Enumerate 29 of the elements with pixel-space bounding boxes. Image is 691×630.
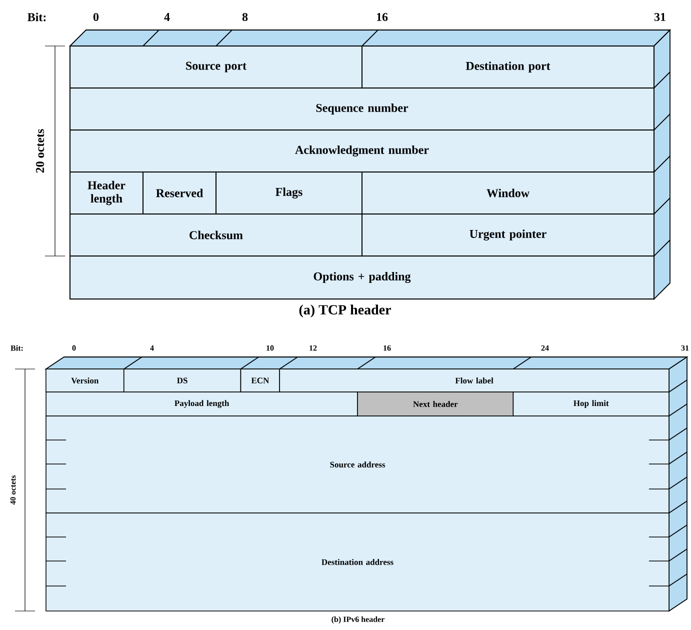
bit-number: 16 bbox=[376, 12, 388, 22]
field-cell: Version bbox=[46, 368, 124, 392]
dimension-label: 40 octets bbox=[10, 475, 16, 505]
bit-number: 4 bbox=[164, 13, 170, 21]
bit-number: 0 bbox=[72, 345, 76, 351]
address-field: Destination address bbox=[46, 512, 670, 612]
bit-number: 4 bbox=[150, 345, 154, 351]
bit-number: 12 bbox=[310, 345, 317, 351]
field-cell: Next header bbox=[357, 392, 514, 416]
field-cell: Hop limit bbox=[512, 392, 670, 416]
field-cell: Flags bbox=[216, 172, 362, 214]
bit-number: 8 bbox=[242, 12, 248, 22]
field-cell: Window bbox=[362, 172, 654, 214]
bit-number: 0 bbox=[93, 12, 99, 22]
field-cell: Reserved bbox=[142, 172, 216, 214]
field-cell: Source port bbox=[70, 46, 362, 88]
field-cell: Sequence number bbox=[70, 88, 654, 130]
dimension-label: 20 octets bbox=[36, 129, 44, 173]
field-cell: Urgent pointer bbox=[362, 214, 654, 256]
field-cell: ECN bbox=[240, 368, 280, 392]
bit-number: 10 bbox=[266, 345, 274, 351]
bit-number: 31 bbox=[681, 345, 689, 351]
bit-label: Bit: bbox=[10, 345, 23, 351]
bit-label: Bit: bbox=[28, 12, 46, 22]
bit-number: 24 bbox=[541, 345, 549, 351]
field-cell: Header length bbox=[70, 172, 144, 214]
bit-number: 16 bbox=[384, 345, 391, 351]
field-cell: Destination port bbox=[362, 46, 654, 88]
bit-number: 31 bbox=[654, 12, 666, 22]
